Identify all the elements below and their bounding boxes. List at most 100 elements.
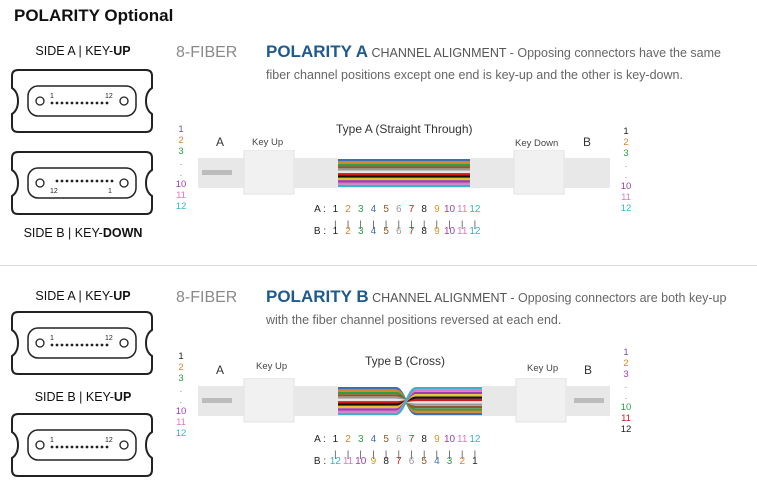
left-fiber-numbers: 1 2 3 . . 10 11 12	[175, 124, 187, 212]
mapping-ticks: ||||||||||||	[334, 219, 477, 229]
mapping-value: 1	[472, 456, 478, 467]
right-key-label: Key Down	[515, 138, 559, 149]
pos-label-left: 12	[50, 188, 58, 195]
side-a-label: SIDE A | KEY-UP	[35, 44, 131, 58]
mapping-value: 12	[469, 204, 481, 215]
mapping-value: 9	[434, 204, 440, 215]
mapping-value: 12	[329, 456, 341, 467]
end-b-label: B	[584, 363, 593, 377]
fiber-strand	[338, 182, 470, 185]
diagram-title: Type B (Cross)	[365, 354, 446, 368]
mapping-value: 4	[370, 434, 377, 445]
mapping-value: 7	[408, 226, 415, 237]
mapping-value: 3	[357, 226, 364, 237]
polarity-description: POLARITY B CHANNEL ALIGNMENT - Opposing …	[266, 287, 727, 327]
mapping-value: 8	[421, 434, 427, 445]
mapping-value: 7	[396, 456, 402, 467]
mapping-value: 3	[446, 456, 453, 467]
connector-side-a: 1 12	[11, 69, 153, 133]
cable-diagram-a	[198, 150, 610, 195]
mapping-value: 6	[396, 204, 402, 215]
fiber-strand	[338, 159, 470, 162]
fiber-bundle-crossed	[338, 387, 482, 416]
mapping-value: 4	[434, 456, 440, 467]
pos-label-right: 12	[105, 437, 113, 444]
mapping-value: 5	[383, 226, 389, 237]
mapping-value: 4	[370, 204, 377, 215]
mapping-value: 9	[370, 456, 377, 467]
mapping-value: 7	[408, 434, 415, 445]
mapping-value: 6	[408, 456, 415, 467]
pos-label-left: 1	[50, 335, 54, 342]
fiber-count: 8-FIBER	[176, 289, 238, 306]
pos-label-right: 1	[108, 188, 112, 195]
mapping-value: 11	[457, 434, 468, 445]
mapping-value: 2	[345, 434, 351, 445]
cable-diagram-b	[198, 378, 610, 423]
polarity-heading: POLARITY A	[266, 42, 369, 61]
end-b-label: B	[583, 135, 592, 149]
mapping-value: 5	[383, 204, 389, 215]
fiber-strand	[338, 177, 470, 181]
fiber-strand	[338, 163, 470, 167]
fiber-strand	[338, 170, 470, 174]
mapping-value: 12	[469, 226, 481, 237]
fiber-strand	[338, 161, 470, 164]
fiber-bundle	[338, 159, 470, 188]
mapping-value: 2	[345, 204, 351, 215]
mapping-value: 10	[355, 456, 367, 467]
mapping-value: 10	[443, 204, 456, 215]
mapping-value: 10	[443, 226, 456, 237]
pos-label-right: 12	[105, 335, 113, 342]
mapping-value: 6	[396, 226, 402, 237]
right-key-label: Key Up	[527, 363, 559, 374]
fiber-strand	[338, 387, 482, 416]
side-a-label: SIDE A | KEY-UP	[35, 289, 131, 303]
pos-label-right: 12	[105, 93, 113, 100]
mapping-value: 10	[443, 434, 456, 445]
mapping-value: 3	[357, 434, 364, 445]
fiber-strand	[338, 168, 470, 171]
mapping-value: 5	[421, 456, 427, 467]
mapping-value: 5	[383, 434, 389, 445]
mapping-value: 1	[332, 434, 339, 445]
end-a-label: A	[216, 363, 225, 377]
pos-label-left: 1	[50, 93, 54, 100]
side-b-label: SIDE B | KEY-UP	[34, 390, 132, 404]
mapping-value: 11	[342, 456, 354, 467]
fiber-strand	[338, 166, 470, 169]
mapping-value: 2	[459, 456, 465, 467]
fiber-strand	[338, 180, 470, 183]
fiber-dots	[50, 101, 109, 105]
mapping-value: 8	[421, 226, 427, 237]
polarity-heading: POLARITY B	[266, 287, 369, 306]
fiber-strand	[338, 173, 470, 176]
fiber-strand	[338, 175, 470, 178]
left-fiber-numbers: 1 2 3 . . 10 11 12	[175, 351, 187, 439]
mapping-value: 1	[332, 226, 339, 237]
mapping-value: 8	[421, 204, 427, 215]
mapping-value: 9	[434, 434, 440, 445]
mapping-value: 2	[345, 226, 351, 237]
right-fiber-numbers: 1 2 3 . . 10 11 12	[620, 347, 632, 435]
polarity-description: POLARITY A CHANNEL ALIGNMENT - Opposing …	[266, 42, 721, 82]
mapping-value: 4	[370, 226, 377, 237]
mapping-value: 11	[457, 226, 468, 237]
connector-side-a: 1 12	[11, 311, 153, 375]
left-key-label: Key Up	[256, 361, 288, 372]
connector-side-b: 12 1	[11, 151, 153, 215]
diagram-title: Type A (Straight Through)	[336, 122, 473, 136]
mapping-value: 6	[396, 434, 402, 445]
mapping-value: 8	[383, 456, 389, 467]
end-a-label: A	[216, 135, 225, 149]
connector-side-b: 1 12	[11, 413, 153, 477]
mapping-value: 9	[434, 226, 440, 237]
page-title: POLARITY Optional	[14, 6, 174, 25]
mapping-value: 1	[332, 204, 339, 215]
right-fiber-numbers: 1 2 3 . . 10 11 12	[620, 126, 632, 214]
mapping-ticks: ||||||||||||	[334, 449, 477, 459]
side-b-label: SIDE B | KEY-DOWN	[23, 226, 143, 240]
